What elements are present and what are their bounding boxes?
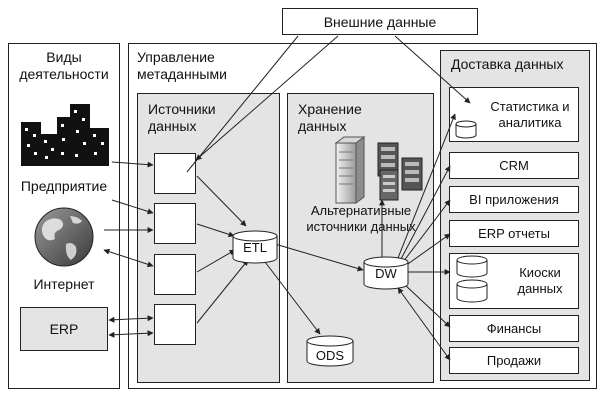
delivery-item-bi: BI приложения bbox=[449, 186, 579, 213]
city-skyline-icon bbox=[21, 104, 109, 166]
source-box-2 bbox=[154, 203, 196, 244]
server-rack-icon bbox=[377, 142, 423, 201]
internet-label: Интернет bbox=[33, 276, 95, 292]
globe-icon bbox=[34, 207, 94, 267]
delivery-item-finance: Финансы bbox=[449, 315, 579, 342]
activities-title: Виды деятельности bbox=[19, 49, 109, 82]
etl-label: ETL bbox=[243, 240, 267, 255]
alt-sources-label: Альтернативные источники данных bbox=[306, 203, 416, 234]
enterprise-label: Предприятие bbox=[20, 178, 108, 194]
dw-cylinder bbox=[363, 256, 409, 290]
sources-title: Источники данных bbox=[148, 101, 216, 134]
storage-title: Хранение данных bbox=[298, 101, 362, 134]
delivery-item-sales: Продажи bbox=[449, 347, 579, 374]
source-box-4 bbox=[154, 304, 196, 345]
erp-box: ERP bbox=[20, 307, 108, 351]
external-data-box: Внешние данные bbox=[282, 8, 478, 35]
ods-cylinder bbox=[306, 335, 354, 367]
ods-label: ODS bbox=[315, 348, 345, 363]
dw-label: DW bbox=[375, 266, 397, 281]
delivery-item-kiosks-label: Киоски данных bbox=[517, 265, 563, 296]
delivery-title: Доставка данных bbox=[451, 56, 564, 72]
source-box-3 bbox=[154, 254, 196, 295]
delivery-item-erp-reports: ERP отчеты bbox=[449, 220, 579, 247]
source-box-1 bbox=[154, 153, 196, 194]
etl-cylinder bbox=[232, 230, 278, 264]
database-cylinder-icon bbox=[455, 120, 488, 303]
delivery-item-stats-label: Статистика и аналитика bbox=[490, 98, 570, 130]
metadata-title: Управление метаданными bbox=[137, 49, 227, 82]
server-tower-icon bbox=[334, 136, 366, 204]
delivery-item-crm: CRM bbox=[449, 152, 579, 179]
